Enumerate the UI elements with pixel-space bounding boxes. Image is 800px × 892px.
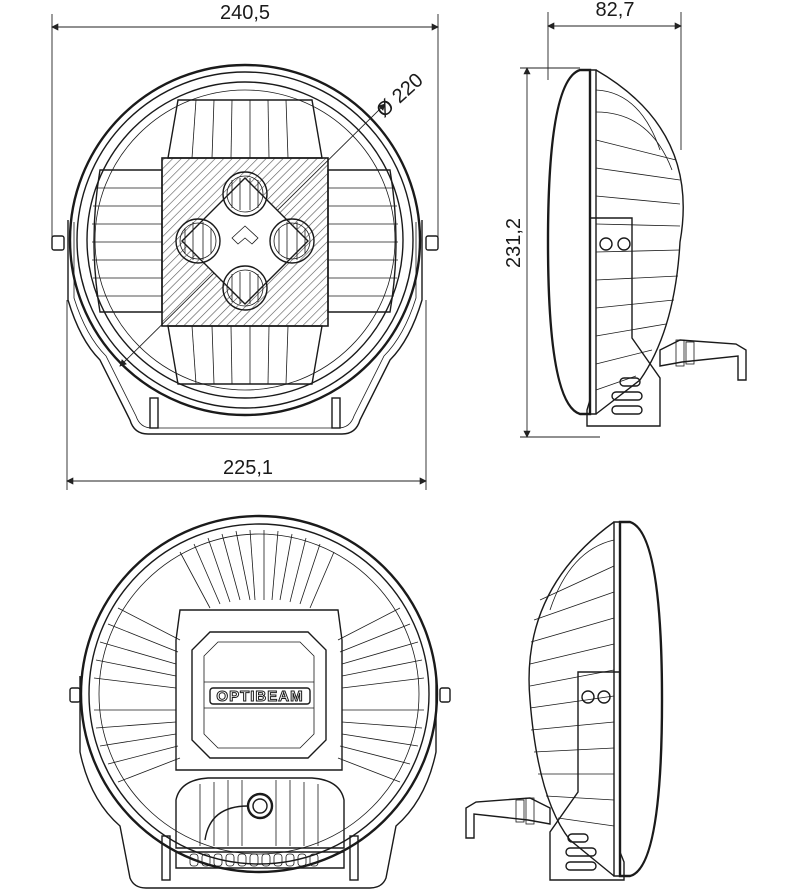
mount-bracket <box>51 220 439 435</box>
dim-label-height: 231,2 <box>503 218 525 268</box>
housing-outer-ring <box>68 63 422 417</box>
dim-label-width-overall: 240,5 <box>220 2 270 24</box>
dim-label-depth: 82,7 <box>596 0 635 21</box>
front-view: 240,5 Ø 220 <box>51 2 439 435</box>
led-module <box>161 157 329 327</box>
dim-label-diameter: Ø 220 <box>372 69 427 122</box>
side-view-top: 82,7 231,2 <box>503 0 747 438</box>
rear-view: OPTIBEAM <box>69 514 451 889</box>
dim-width-bracket: 225,1 <box>66 300 427 490</box>
cable-gland <box>246 792 274 820</box>
dim-label-width-bracket: 225,1 <box>223 457 273 479</box>
dim-width-overall: 240,5 <box>51 2 439 240</box>
brand-label: OPTIBEAM <box>216 688 303 705</box>
dim-height: 231,2 <box>503 67 600 438</box>
rear-cooling-fins <box>93 529 425 783</box>
side-view-bottom <box>465 520 664 881</box>
dim-depth: 82,7 <box>547 0 682 150</box>
